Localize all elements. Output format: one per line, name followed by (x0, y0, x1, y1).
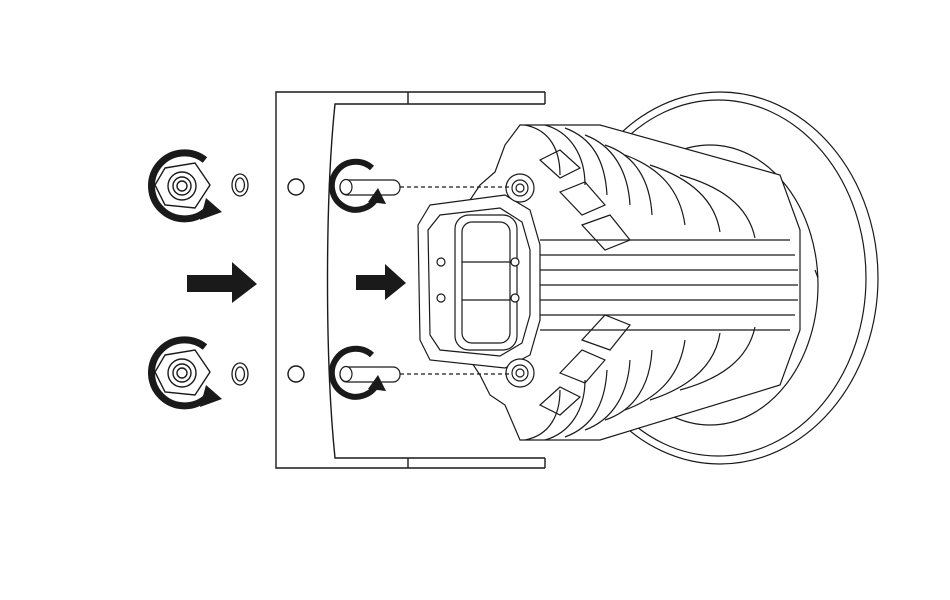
stud-bottom (340, 367, 400, 383)
flange-slot (455, 215, 517, 350)
direction-arrow-right (356, 264, 406, 300)
bracket-hole-bottom (288, 366, 304, 382)
lamp-mounting-flange (418, 174, 540, 387)
flange-boss-top (506, 174, 534, 202)
nut-top (155, 163, 210, 208)
direction-arrow-left (187, 262, 257, 303)
washer-top (232, 174, 248, 196)
bracket-hole-top (288, 179, 304, 195)
stud-top (340, 180, 400, 196)
assembly-direction-arrow (187, 262, 406, 303)
nut-bottom (155, 350, 210, 395)
flange-boss-bottom (506, 359, 534, 387)
washer-bottom (232, 363, 248, 385)
